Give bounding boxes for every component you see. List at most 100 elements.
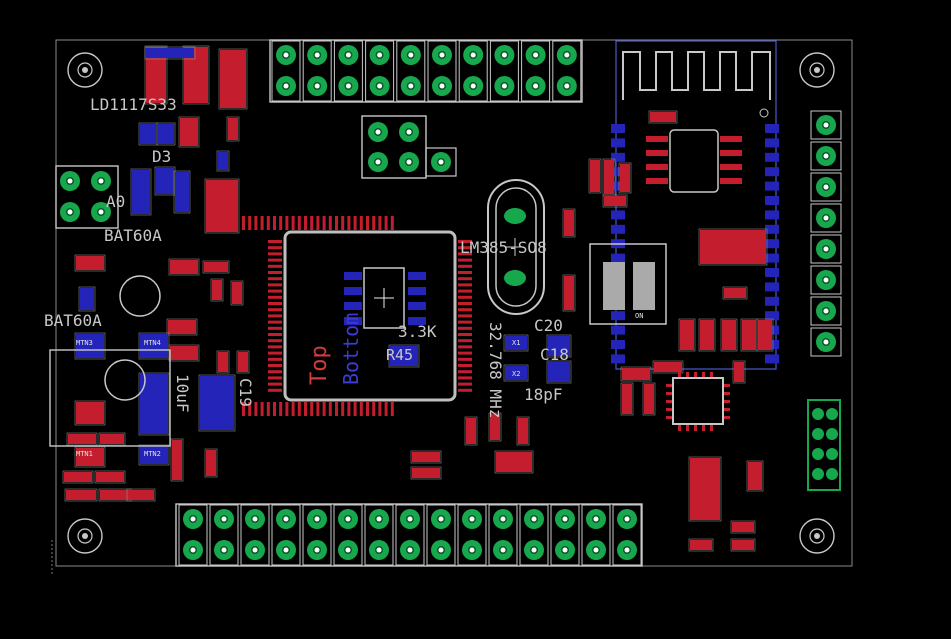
- smd-components: [62, 45, 838, 552]
- smd-pad: [654, 362, 682, 372]
- label-lm385: LM385-SO8: [460, 238, 547, 257]
- mounting-hole: [67, 518, 103, 554]
- pad: [765, 138, 779, 148]
- crystal: [487, 179, 545, 315]
- smd-pad: [146, 48, 194, 58]
- label-a0: A0: [106, 192, 125, 211]
- smd-pad: [100, 434, 124, 444]
- pad: [812, 408, 824, 420]
- label-c18: C18: [540, 345, 569, 364]
- smd-pad: [172, 440, 182, 480]
- pad: [765, 152, 779, 162]
- mounting-holes: [67, 52, 835, 554]
- smd-pad: [690, 458, 720, 520]
- smd-pad: [180, 118, 198, 146]
- pad: [611, 340, 625, 349]
- smd-pad: [722, 320, 736, 350]
- mounting-hole: [799, 52, 835, 88]
- smd-pad: [140, 124, 156, 144]
- smd-pad: [748, 462, 762, 490]
- pad: [611, 253, 625, 263]
- label-bottom: Bottom: [339, 313, 363, 385]
- smd-pad: [218, 152, 228, 170]
- pad: [611, 325, 625, 335]
- smd-pad: [650, 112, 676, 122]
- smd-pad: [168, 320, 196, 334]
- label-on: ON: [635, 312, 643, 320]
- smd-pad: [68, 434, 96, 444]
- so8-chip: [344, 267, 426, 329]
- smd-pad: [100, 490, 130, 500]
- pad: [765, 124, 779, 133]
- pad: [611, 138, 625, 148]
- smd-pad: [564, 276, 574, 310]
- smd-pad: [758, 320, 772, 350]
- smd-pad: [218, 352, 228, 372]
- pad: [765, 167, 779, 177]
- label-18pf: 18pF: [524, 385, 563, 404]
- pad: [611, 181, 625, 191]
- pad: [812, 448, 824, 460]
- smd-pad: [128, 490, 154, 500]
- smd-pad: [548, 336, 570, 356]
- smd-pad: [734, 362, 744, 382]
- label-top: Top: [307, 345, 332, 385]
- pad: [826, 468, 838, 480]
- smd-pad: [742, 320, 756, 350]
- smd-pad: [156, 168, 174, 194]
- wifi-module-pads: [611, 124, 779, 364]
- label-32mhz: 32.768 MHz: [486, 322, 505, 418]
- smd-pad: [228, 118, 238, 140]
- smd-pad: [212, 280, 222, 300]
- smd-pad: [604, 196, 626, 206]
- smd-pad: [232, 282, 242, 304]
- smd-pad: [622, 368, 650, 380]
- smd-pad: [412, 452, 440, 462]
- header-top: [269, 39, 583, 103]
- label-bat60a-2: BAT60A: [44, 311, 102, 330]
- label-r45: R45: [386, 346, 413, 364]
- label-mtn1: MTN1: [76, 450, 93, 458]
- smd-pad: [590, 160, 600, 192]
- label-bat60a-1: BAT60A: [104, 226, 162, 245]
- smd-pad: [724, 288, 746, 298]
- smd-pad: [206, 180, 238, 232]
- qfn-chip: [672, 377, 724, 425]
- smd-pad: [390, 346, 418, 366]
- smd-pad: [700, 320, 714, 350]
- pad: [765, 196, 779, 205]
- pad: [611, 354, 625, 364]
- jtag-header: [807, 399, 841, 491]
- pad: [765, 253, 779, 263]
- pad: [611, 152, 625, 162]
- header-small: [55, 115, 457, 229]
- smd-pad: [146, 47, 166, 103]
- label-ld1117: LD1117S33: [90, 95, 177, 114]
- smd-pad: [158, 124, 174, 144]
- smd-pad: [732, 540, 754, 550]
- smd-pad: [700, 230, 766, 264]
- label-d3: D3: [152, 147, 171, 166]
- pad: [765, 239, 779, 249]
- smd-pad: [175, 172, 189, 212]
- smd-pad: [76, 448, 104, 466]
- smd-pad: [206, 450, 216, 476]
- smd-pad: [96, 472, 124, 482]
- pad: [611, 167, 625, 177]
- smd-pad: [680, 320, 694, 350]
- smd-pad: [76, 256, 104, 270]
- pad: [611, 224, 625, 234]
- label-mtn2: MTN2: [144, 450, 161, 458]
- pad: [611, 124, 625, 133]
- mounting-hole: [67, 52, 103, 88]
- pad: [765, 268, 779, 277]
- smd-pad: [140, 334, 168, 358]
- smd-pad: [732, 522, 754, 532]
- smd-pad: [505, 366, 527, 380]
- pad: [765, 224, 779, 234]
- smd-pad: [620, 164, 630, 192]
- smd-pad: [76, 334, 104, 358]
- smd-pad: [604, 160, 614, 194]
- smd-pad: [220, 50, 246, 108]
